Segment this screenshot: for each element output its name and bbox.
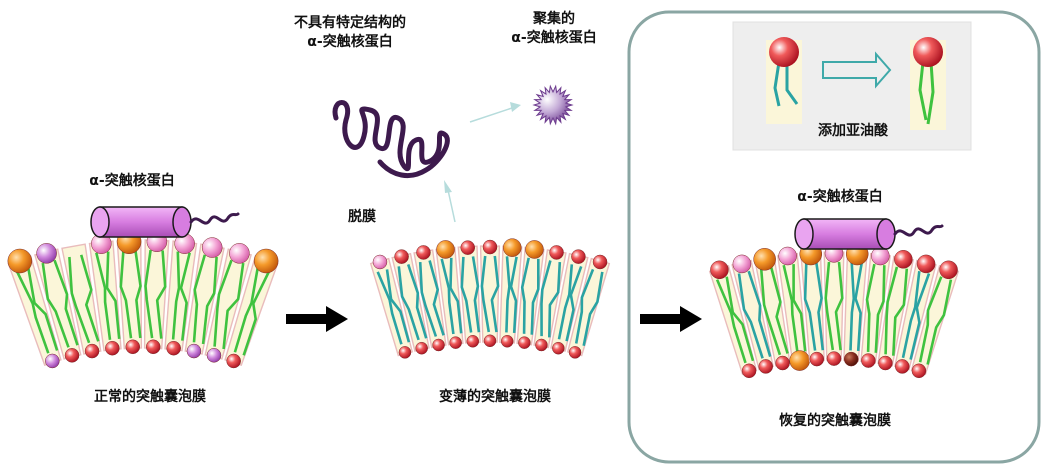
restored-membrane-label: 恢复的突触囊泡膜 (779, 413, 891, 429)
thinned-membrane-label: 变薄的突触囊泡膜 (439, 389, 551, 405)
aggregation-arrow (469, 102, 521, 123)
unstructured-protein-chain (332, 100, 450, 179)
process-arrow-1 (286, 306, 348, 332)
lipid-head-icon (769, 37, 799, 67)
alpha-synuclein-left-label: α-突触核蛋白 (89, 173, 175, 189)
restored-membrane (708, 242, 960, 379)
normal-membrane (7, 229, 279, 369)
detach-arrow (444, 180, 456, 223)
thinned-membrane (369, 238, 611, 359)
aggregated-protein-ball (532, 84, 574, 126)
alpha-synuclein-left-protein (90, 206, 240, 238)
restored-membrane-frame (627, 10, 1041, 464)
add-linoleic-acid-label: 添加亚油酸 (818, 123, 888, 139)
normal-membrane-label: 正常的突触囊泡膜 (94, 389, 206, 405)
alpha-synuclein-right-label: α-突触核蛋白 (797, 189, 883, 205)
alpha-synuclein-right-protein (794, 218, 944, 250)
aggregated-protein-label: 聚集的 α-突触核蛋白 (511, 11, 597, 46)
lipid-head-icon (913, 37, 943, 67)
hollow-arrow-icon (822, 51, 892, 89)
process-arrow-2 (640, 306, 702, 332)
linoleic-acid-inset (732, 21, 972, 151)
detach-label: 脱膜 (348, 209, 376, 225)
unstructured-protein-label: 不具有特定结构的 α-突触核蛋白 (294, 15, 406, 50)
